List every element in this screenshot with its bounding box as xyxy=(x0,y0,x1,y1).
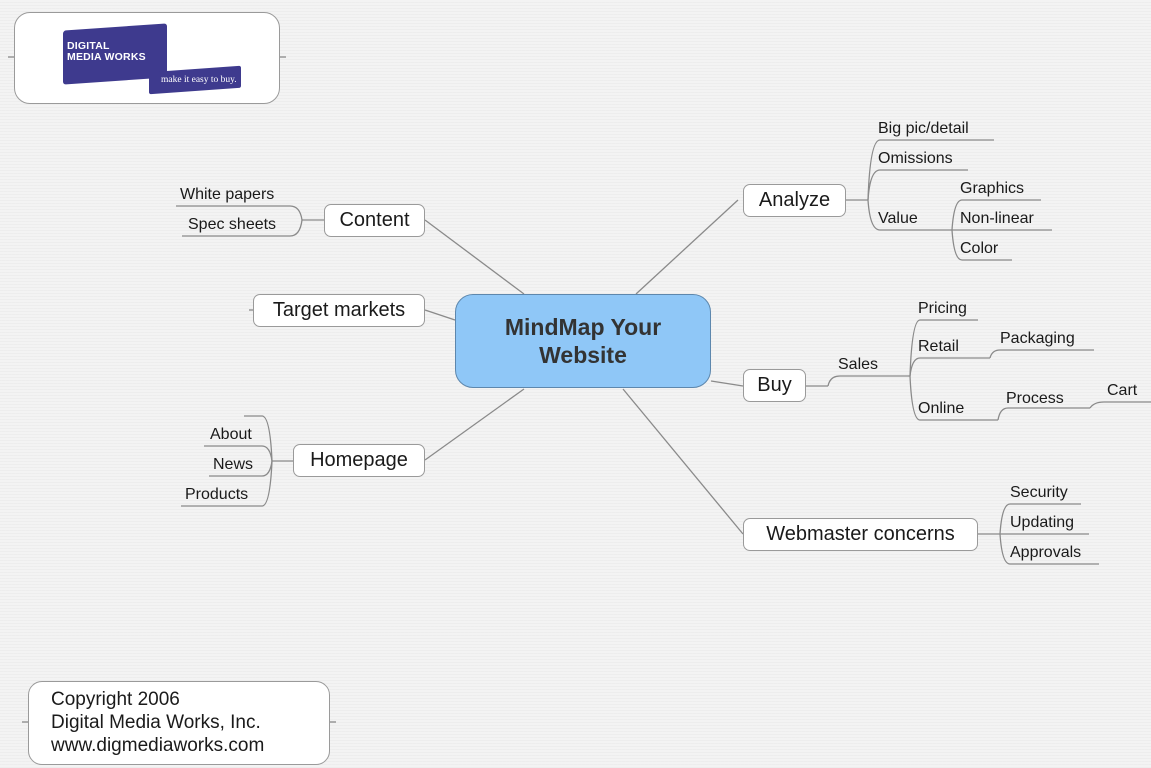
leaf-white-papers[interactable]: White papers xyxy=(180,186,275,203)
leaf-approvals[interactable]: Approvals xyxy=(1010,544,1082,561)
leaf-products[interactable]: Products xyxy=(185,486,249,503)
leaf-color[interactable]: Color xyxy=(960,240,999,257)
topic-buy[interactable]: Buy xyxy=(743,369,806,402)
central-topic[interactable]: MindMap Your Website xyxy=(455,294,711,388)
topic-content[interactable]: Content xyxy=(324,204,425,237)
leaf-retail[interactable]: Retail xyxy=(918,338,959,355)
leaf-sales[interactable]: Sales xyxy=(838,356,879,373)
topic-target-markets[interactable]: Target markets xyxy=(253,294,425,327)
leaf-packaging[interactable]: Packaging xyxy=(1000,330,1075,347)
topic-webmaster-concerns[interactable]: Webmaster concerns xyxy=(743,518,978,551)
leaf-omissions[interactable]: Omissions xyxy=(878,150,953,167)
leaf-process[interactable]: Process xyxy=(1006,390,1064,407)
logo-name-line2: MEDIA WORKS xyxy=(67,51,146,63)
leaf-cart[interactable]: Cart xyxy=(1107,382,1138,399)
central-topic-line1: MindMap Your xyxy=(504,314,662,340)
leaf-spec-sheets[interactable]: Spec sheets xyxy=(188,216,277,233)
logo-name-line1: DIGITAL xyxy=(67,40,110,52)
copyright-line: Copyright 2006 xyxy=(51,689,180,710)
leaf-security[interactable]: Security xyxy=(1010,484,1068,501)
leaf-non-linear[interactable]: Non-linear xyxy=(960,210,1034,227)
copyright-box: Copyright 2006 Digital Media Works, Inc.… xyxy=(28,681,330,765)
leaf-online[interactable]: Online xyxy=(918,400,965,417)
leaf-updating[interactable]: Updating xyxy=(1010,514,1075,531)
website-url[interactable]: www.digmediaworks.com xyxy=(51,735,265,756)
leaf-value[interactable]: Value xyxy=(878,210,918,227)
company-logo-frame: DIGITAL MEDIA WORKS make it easy to buy. xyxy=(14,12,280,104)
logo-tagline: make it easy to buy. xyxy=(161,75,237,85)
leaf-news[interactable]: News xyxy=(213,456,254,473)
leaf-about[interactable]: About xyxy=(210,426,252,443)
central-topic-line2: Website xyxy=(539,342,627,368)
topic-homepage[interactable]: Homepage xyxy=(293,444,425,477)
company-name-line: Digital Media Works, Inc. xyxy=(51,712,261,733)
leaf-graphics[interactable]: Graphics xyxy=(960,180,1025,197)
leaf-big-pic-detail[interactable]: Big pic/detail xyxy=(878,120,969,137)
logo-company-name: DIGITAL MEDIA WORKS xyxy=(67,41,146,63)
leaf-pricing[interactable]: Pricing xyxy=(918,300,967,317)
topic-analyze[interactable]: Analyze xyxy=(743,184,846,217)
